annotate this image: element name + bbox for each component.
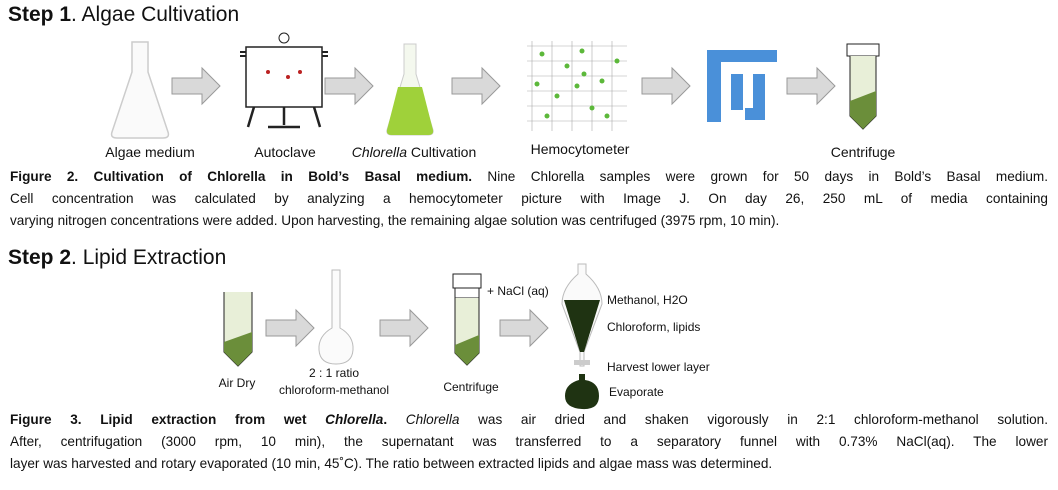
caption-line: layer was harvested and rotary evaporate…	[10, 456, 773, 471]
label-centrifuge: Centrifuge	[830, 144, 896, 160]
arrow-icon	[265, 308, 315, 348]
label-cultivation: Cultivation	[406, 144, 477, 160]
caption-text: was air dried and shaken vigorously in 2…	[459, 412, 1048, 427]
label-chlorella-cultivation: Chlorella Cultivation	[352, 144, 477, 160]
chlorella-flask-icon	[386, 43, 434, 136]
label-harvest: Harvest lower layer	[607, 360, 710, 374]
caption-text: .	[383, 412, 388, 427]
label-algae-medium: Algae medium	[105, 144, 195, 160]
label-chloroform: Chloroform, lipids	[607, 320, 701, 334]
centrifuge-tube-icon	[452, 273, 482, 366]
separatory-funnel-icon	[561, 263, 603, 410]
label-chlorella: Chlorella	[351, 144, 407, 160]
arrow-icon	[451, 66, 501, 106]
label-methanol: Methanol, H2O	[607, 293, 688, 307]
label-autoclave: Autoclave	[254, 144, 316, 160]
caption-text: Chlorella	[325, 412, 384, 427]
label-centrifuge-2: Centrifuge	[443, 380, 499, 394]
figure3-title: Figure 3. Lipid extraction from wet Chlo…	[10, 412, 387, 427]
step2-name: . Lipid Extraction	[71, 246, 227, 269]
step1-number: Step 1	[8, 3, 72, 26]
label-nacl: + NaCl (aq)	[487, 284, 549, 298]
caption-line: Cell concentration was calculated by ana…	[10, 191, 1048, 206]
label-ratio: 2 : 1 ratio	[308, 366, 360, 380]
arrow-icon	[171, 66, 221, 106]
arrow-icon	[786, 66, 836, 106]
arrow-icon	[641, 66, 691, 106]
caption-text: Chlorella	[387, 412, 460, 427]
step2-title: Step 2. Lipid Extraction	[8, 246, 226, 270]
erlenmeyer-flask-icon	[110, 41, 170, 139]
caption-line: After, centrifugation (3000 rpm, 10 min)…	[10, 434, 1048, 449]
label-hemocytometer: Hemocytometer	[530, 141, 630, 157]
autoclave-icon	[240, 32, 328, 129]
hemocytometer-grid-icon	[527, 41, 627, 131]
caption-text: Figure 3. Lipid extraction from wet	[10, 412, 326, 427]
caption-line: Figure 3. Lipid extraction from wet Chlo…	[10, 409, 1048, 431]
step1-title: Step 1. Algae Cultivation	[8, 3, 239, 27]
label-air-dry: Air Dry	[218, 376, 256, 390]
air-dry-tube-icon	[223, 292, 253, 367]
step2-number: Step 2	[8, 246, 72, 269]
caption-line: Figure 2. Cultivation of Chlorella in Bo…	[10, 166, 1048, 188]
imagej-logo-icon	[707, 50, 777, 122]
label-evaporate: Evaporate	[609, 385, 664, 399]
arrow-icon	[499, 308, 549, 348]
step1-name: . Algae Cultivation	[71, 3, 240, 26]
arrow-icon	[379, 308, 429, 348]
centrifuge-tube-icon	[846, 43, 880, 130]
figure2-title: Figure 2. Cultivation of Chlorella in Bo…	[10, 169, 473, 184]
caption-text: Nine Chlorella samples were grown for 50…	[472, 169, 1048, 184]
arrow-icon	[324, 66, 374, 106]
label-solvent: chloroform-methanol	[278, 383, 390, 397]
volumetric-flask-icon	[318, 269, 354, 365]
figure3-caption: Figure 3. Lipid extraction from wet Chlo…	[10, 409, 1048, 475]
figure2-caption: Figure 2. Cultivation of Chlorella in Bo…	[10, 166, 1048, 232]
caption-line: varying nitrogen concentrations were add…	[10, 213, 780, 228]
